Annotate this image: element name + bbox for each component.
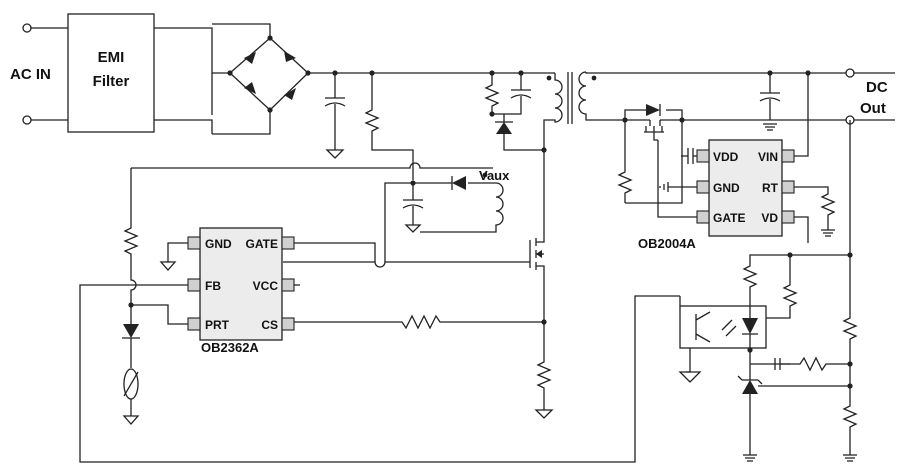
ob2004a-label: OB2004A — [638, 236, 696, 251]
pin-gnd-box — [187, 236, 201, 250]
pin-prt-label: PRT — [205, 318, 230, 332]
primary-mosfet — [283, 235, 545, 290]
flyback-transformer — [543, 71, 850, 235]
pin-cs-label: CS — [261, 318, 278, 332]
pin-cs-box — [281, 317, 295, 331]
emi-filter-label-2: Filter — [93, 73, 130, 90]
pin-gnd2-box — [696, 180, 710, 194]
pin-vdd-box — [696, 149, 710, 163]
pin-gate-label: GATE — [246, 237, 278, 251]
bridge-rectifier — [212, 23, 311, 135]
pin-fb-label: FB — [205, 279, 221, 293]
ac-input: AC IN — [10, 23, 68, 125]
pin-gate2-label: GATE — [713, 211, 745, 225]
dc-out-label-2: Out — [860, 100, 886, 117]
secondary-feedback — [678, 120, 858, 462]
pin-prt-box — [187, 317, 201, 331]
auxiliary-winding: Vaux — [384, 168, 510, 262]
pin-vdd-label: VDD — [713, 150, 739, 164]
pin-vin-label: VIN — [758, 150, 778, 164]
ob2004a-chip: VDD VIN GND RT GATE VD OB2004A — [625, 73, 836, 251]
primary-hv-rail — [308, 70, 555, 180]
pin-gate2-box — [696, 210, 710, 224]
pin-vin-box — [781, 149, 795, 163]
pin-vd-box — [781, 210, 795, 224]
pin-rt-label: RT — [762, 181, 779, 195]
vaux-label: Vaux — [479, 168, 510, 183]
primary-feedback-network — [79, 162, 680, 463]
pin-rt-box — [781, 180, 795, 194]
pin-vcc-label: VCC — [253, 279, 279, 293]
ac-in-label: AC IN — [10, 66, 51, 83]
pin-gate-box — [281, 236, 295, 250]
rcd-snubber — [484, 73, 547, 153]
pin-vd-label: VD — [761, 211, 778, 225]
emi-filter: EMI Filter — [67, 13, 213, 134]
pin-vcc-box — [281, 278, 295, 292]
pin-fb-box — [187, 278, 201, 292]
pin-gnd-label: GND — [205, 237, 232, 251]
secondary-output: DC Out — [617, 68, 895, 203]
emi-filter-label-1: EMI — [98, 49, 125, 66]
current-sense — [283, 290, 554, 419]
pin-gnd2-label: GND — [713, 181, 740, 195]
ob2362a-label: OB2362A — [201, 340, 259, 355]
ob2362a-chip: GND GATE FB VCC PRT CS OB2362A — [131, 227, 376, 355]
dc-out-label-1: DC — [866, 79, 888, 96]
